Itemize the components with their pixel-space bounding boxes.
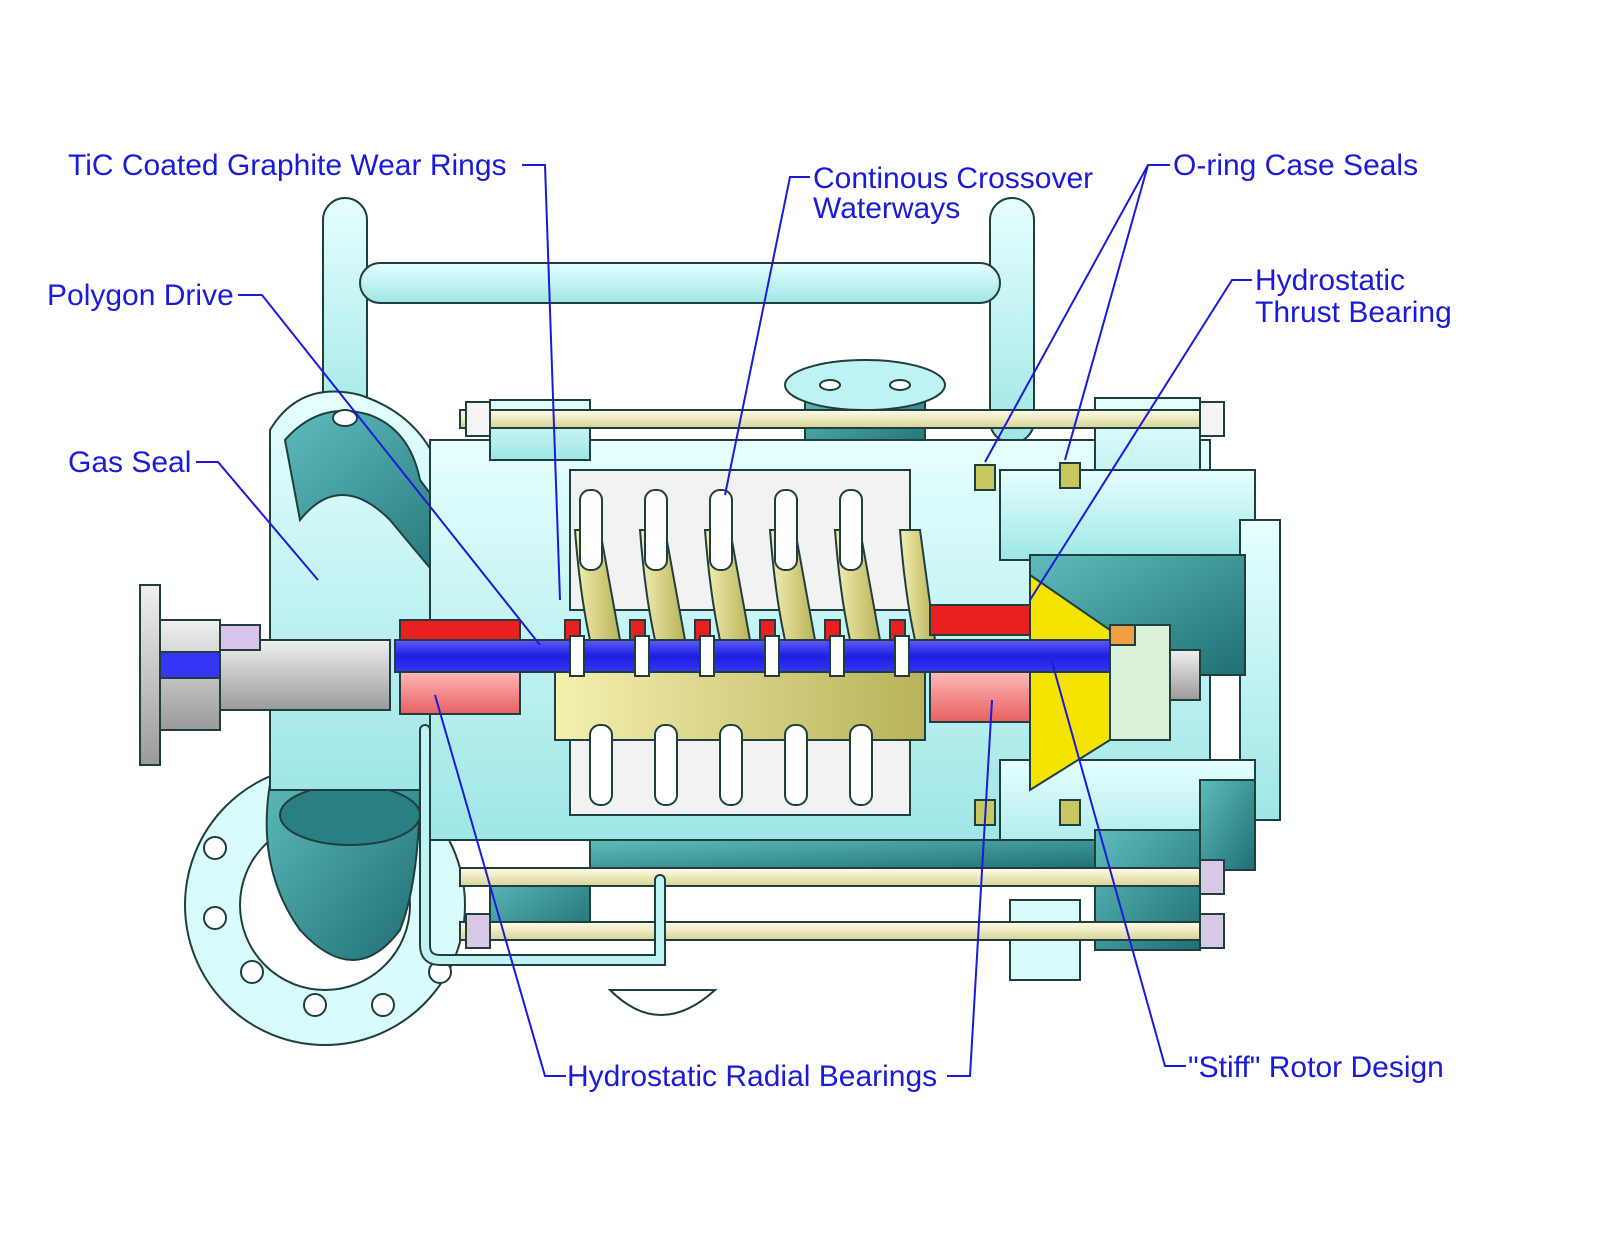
- suction-flange: [184, 758, 466, 1046]
- end-cap: [1109, 624, 1201, 741]
- leader-crossover: [724, 176, 810, 496]
- label-case-seals: O-ring Case Seals: [1173, 149, 1418, 182]
- leader-wear-rings: [522, 164, 561, 601]
- label-crossover-line1: Continous Crossover: [813, 162, 1093, 195]
- leader-lines: [196, 164, 1252, 1077]
- radial-bearing-left: [399, 671, 521, 715]
- shaft-sleeves: [569, 635, 910, 677]
- leader-thrust-bearing: [1029, 279, 1252, 601]
- coupling-hub: [139, 584, 391, 766]
- label-thrust-line2: Thrust Bearing: [1255, 296, 1452, 329]
- radial-bearing-right: [929, 671, 1041, 723]
- leader-case-seals-b: [1064, 164, 1149, 461]
- label-stiff-rotor: "Stiff" Rotor Design: [1188, 1051, 1444, 1084]
- pump-drawing: [139, 197, 1281, 1046]
- leader-stiff-rotor: [1051, 661, 1186, 1067]
- top-flange: [784, 359, 946, 451]
- leader-radial-right: [947, 699, 993, 1077]
- leader-radial-left: [434, 694, 566, 1077]
- lifting-handle: [322, 197, 1035, 444]
- label-radial-bearings: Hydrostatic Radial Bearings: [567, 1060, 937, 1093]
- label-wear-rings: TiC Coated Graphite Wear Rings: [68, 149, 507, 182]
- leader-polygon-drive: [238, 294, 541, 646]
- callout-labels: TiC Coated Graphite Wear Rings Continous…: [47, 149, 1452, 1093]
- leader-gas-seal: [196, 461, 319, 581]
- label-polygon-drive: Polygon Drive: [47, 279, 234, 312]
- tie-rods: [459, 401, 1225, 949]
- rotor-shaft: [394, 639, 1121, 673]
- label-gas-seal: Gas Seal: [68, 446, 191, 479]
- label-thrust-line1: Hydrostatic: [1255, 264, 1405, 297]
- label-crossover-line2: Waterways: [813, 192, 960, 225]
- impeller-stages: [554, 469, 937, 816]
